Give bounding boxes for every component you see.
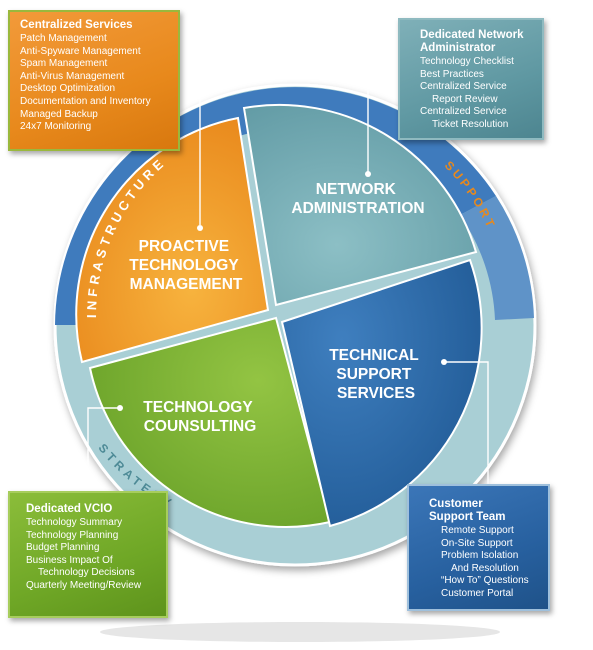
quadrant-label-consulting: TECHNOLOGY COUNSULTING [143, 399, 256, 435]
connector-dot [441, 359, 447, 365]
list-item: “How To” Questions [441, 575, 529, 587]
list-item: Centralized Service [420, 106, 507, 118]
outer-ring-blue-right [460, 196, 534, 320]
box-title-line: Customer [429, 498, 483, 510]
connector-customer [446, 361, 489, 488]
list-item: Technology Checklist [420, 56, 514, 67]
list-item: And Resolution [451, 562, 519, 574]
pie-slice-orange [75, 116, 270, 364]
pie-slice-green [88, 316, 332, 528]
customer-support-box: Customer Support Team Remote Support On-… [407, 484, 550, 611]
list-item: Anti-Spyware Management [20, 45, 141, 57]
list-item: Quarterly Meeting/Review [26, 579, 142, 591]
list-item: Remote Support [441, 525, 514, 536]
centralized-services-list: Patch Management Anti-Spyware Management… [20, 33, 178, 134]
vcio-box: Dedicated VCIO Technology Summary Techno… [8, 491, 168, 618]
list-item: Managed Backup [20, 108, 98, 120]
box-title: Dedicated Network Administrator [420, 29, 542, 55]
vcio-list: Technology Summary Technology Planning B… [26, 517, 166, 593]
list-item: Technology Summary [26, 517, 123, 528]
list-item: Technology Decisions [38, 567, 135, 579]
box-title: Centralized Services [20, 19, 133, 31]
connector-centralized [180, 29, 201, 225]
list-item: Spam Management [20, 58, 108, 70]
list-item: Centralized Service [420, 81, 507, 93]
connector-dot [117, 405, 123, 411]
connector-dot [365, 171, 371, 177]
list-item: On-Site Support [441, 537, 513, 549]
list-item: Problem Isolation [441, 550, 519, 562]
list-item: Desktop Optimization [20, 83, 116, 95]
connector-dot [197, 225, 203, 231]
box-title: Customer Support Team [429, 498, 548, 524]
connector-vcio [87, 407, 118, 493]
centralized-services-box: Centralized Services Patch Management An… [8, 10, 180, 151]
customer-support-list: Remote Support On-Site Support Problem I… [429, 525, 548, 601]
box-title-line: Dedicated Network [420, 29, 524, 41]
list-item: Ticket Resolution [432, 118, 509, 130]
box-title-line: Support Team [429, 511, 506, 523]
pie [75, 103, 483, 528]
quadrant-label-network: NETWORK ADMINISTRATION [291, 181, 424, 217]
list-item: Budget Planning [26, 542, 100, 554]
list-item: Patch Management [20, 33, 107, 44]
list-item: Business Impact Of [26, 554, 113, 566]
network-administrator-list: Technology Checklist Best Practices Cent… [420, 56, 542, 132]
list-item: Report Review [432, 93, 498, 105]
pie-slice-blue [280, 258, 483, 528]
quadrant-label-proactive: PROACTIVE TECHNOLOGY MANAGEMENT [129, 238, 243, 293]
ground-shadow [100, 622, 500, 642]
quadrant-label-technical: TECHNICAL SUPPORT SERVICES [329, 347, 423, 402]
list-item: Customer Portal [441, 587, 514, 599]
box-title-line: Administrator [420, 42, 496, 54]
list-item: Technology Planning [26, 529, 119, 541]
box-title: Dedicated VCIO [26, 503, 113, 515]
list-item: Anti-Virus Management [20, 70, 125, 82]
list-item: Best Practices [420, 68, 484, 80]
list-item: Documentation and Inventory [20, 95, 151, 107]
pie-slice-teal [242, 103, 478, 307]
list-item: 24x7 Monitoring [20, 121, 92, 133]
network-administrator-box: Dedicated Network Administrator Technolo… [398, 18, 544, 140]
connector-network [367, 44, 398, 172]
